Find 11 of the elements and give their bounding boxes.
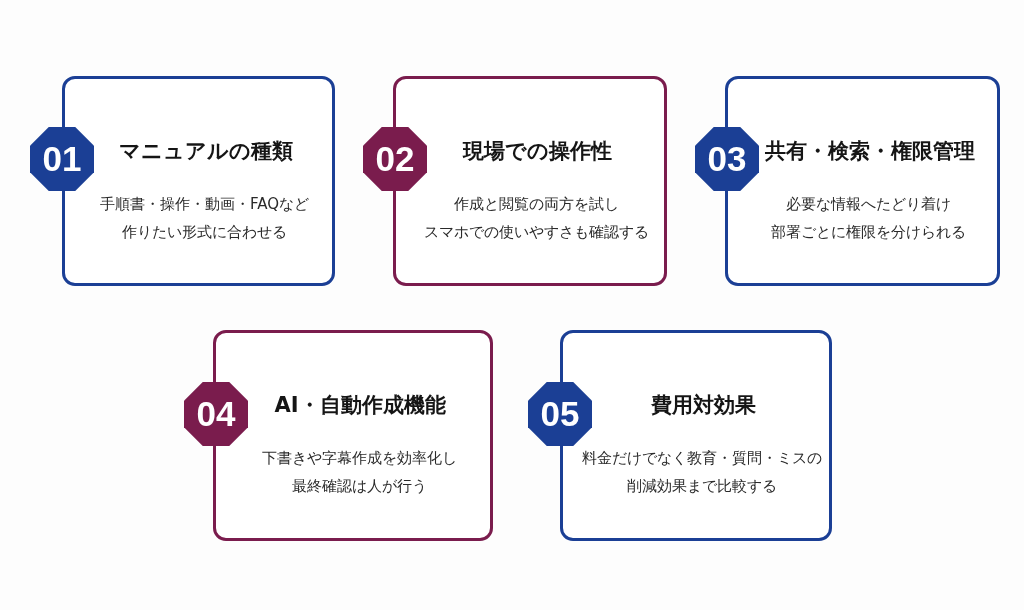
card-heading: AI・自動作成機能 xyxy=(274,392,446,419)
card-heading: 費用対効果 xyxy=(650,392,756,419)
number-badge: 01 xyxy=(30,127,94,191)
card-heading: 共有・検索・権限管理 xyxy=(764,138,975,165)
card-description: 下書きや字幕作成を効率化し最終確認は人が行う xyxy=(261,448,457,497)
card-heading: マニュアルの種類 xyxy=(118,138,293,165)
card-description: 作成と閲覧の両方を試しスマホでの使いやすさも確認する xyxy=(423,194,649,243)
card-description: 必要な情報へたどり着け部署ごとに権限を分けられる xyxy=(771,194,966,243)
card-description: 手順書・操作・動画・FAQなど作りたい形式に合わせる xyxy=(99,194,310,243)
card-description: 料金だけでなく教育・質問・ミスの削減効果まで比較する xyxy=(582,448,822,497)
card-heading: 現場での操作性 xyxy=(462,138,612,165)
